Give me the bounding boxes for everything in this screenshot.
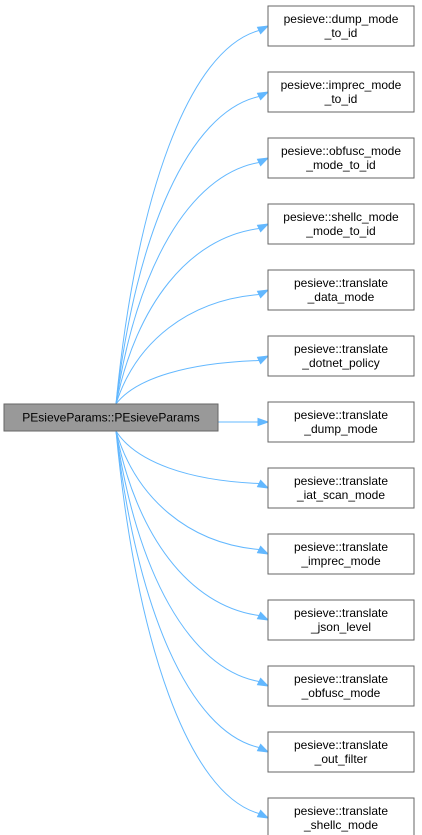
call-edge-line bbox=[115, 30, 260, 405]
call-edge-arrowhead bbox=[256, 157, 270, 167]
callee-node-box bbox=[267, 401, 415, 443]
callee-node-label-line: pesieve::translate bbox=[294, 672, 388, 686]
callee-node-label-line: pesieve::dump_mode bbox=[284, 12, 399, 26]
call-edge bbox=[115, 430, 270, 621]
callee-node-box bbox=[267, 5, 415, 47]
callee-node-box bbox=[267, 665, 415, 707]
call-edge bbox=[115, 289, 270, 405]
call-edge-line bbox=[115, 430, 260, 748]
callee-node-label-line: _imprec_mode bbox=[300, 554, 381, 568]
callee-node[interactable]: pesieve::translate_data_mode bbox=[267, 269, 415, 311]
callee-node-label-line: pesieve::translate bbox=[294, 804, 388, 818]
call-edge bbox=[115, 430, 270, 819]
call-edge-arrowhead bbox=[256, 479, 270, 489]
callee-node[interactable]: pesieve::translate_imprec_mode bbox=[267, 533, 415, 575]
call-edge-line bbox=[115, 430, 260, 814]
callee-node[interactable]: pesieve::translate_iat_scan_mode bbox=[267, 467, 415, 509]
call-edge-arrowhead bbox=[257, 417, 270, 427]
call-edge bbox=[115, 430, 270, 489]
callee-node-box bbox=[267, 71, 415, 113]
callee-node-label-line: _dump_mode bbox=[303, 422, 378, 436]
callee-node-label-line: _json_level bbox=[310, 620, 371, 634]
call-edge-line bbox=[115, 430, 260, 550]
call-edge bbox=[115, 355, 270, 405]
callee-node[interactable]: pesieve::imprec_mode_to_id bbox=[267, 71, 415, 113]
call-edge bbox=[115, 430, 270, 687]
call-edge-arrowhead bbox=[256, 91, 270, 101]
call-edge bbox=[115, 223, 270, 405]
root-function-node-box bbox=[3, 403, 219, 432]
call-nodes: PEsieveParams::PEsieveParams pesieve::dum… bbox=[3, 5, 415, 835]
call-edge-line bbox=[115, 430, 260, 682]
call-edge-line bbox=[115, 96, 260, 405]
callee-node-label-line: _iat_scan_mode bbox=[296, 488, 385, 502]
call-edge-line bbox=[115, 430, 260, 616]
call-edge-arrowhead bbox=[256, 355, 270, 365]
callee-node-box bbox=[267, 137, 415, 179]
callee-node-label-line: pesieve::imprec_mode bbox=[281, 78, 402, 92]
callee-node-box bbox=[267, 797, 415, 835]
callee-node[interactable]: pesieve::obfusc_mode_mode_to_id bbox=[267, 137, 415, 179]
callee-node-label-line: _mode_to_id bbox=[305, 158, 375, 172]
call-edge-line bbox=[115, 228, 260, 405]
call-edge bbox=[218, 417, 270, 427]
callee-node-label-line: _to_id bbox=[324, 92, 358, 106]
callee-node-label-line: _dotnet_policy bbox=[301, 356, 379, 370]
call-edges bbox=[115, 25, 270, 819]
root-function-node-label-line: PEsieveParams::PEsieveParams bbox=[22, 411, 199, 425]
root-function-node[interactable]: PEsieveParams::PEsieveParams bbox=[3, 403, 219, 432]
call-edge-arrowhead bbox=[256, 545, 270, 555]
callee-node-label-line: pesieve::translate bbox=[294, 540, 388, 554]
call-edge-line bbox=[115, 294, 260, 405]
callee-node-label-line: _data_mode bbox=[307, 290, 375, 304]
callee-node-box bbox=[267, 203, 415, 245]
callee-node[interactable]: pesieve::translate_obfusc_mode bbox=[267, 665, 415, 707]
callee-node[interactable]: pesieve::translate_dotnet_policy bbox=[267, 335, 415, 377]
callee-node-box bbox=[267, 335, 415, 377]
callee-node[interactable]: pesieve::shellc_mode_mode_to_id bbox=[267, 203, 415, 245]
call-edge-arrowhead bbox=[256, 25, 270, 35]
callee-node-label-line: pesieve::translate bbox=[294, 342, 388, 356]
callee-node-label-line: pesieve::translate bbox=[294, 474, 388, 488]
call-edge-arrowhead bbox=[256, 809, 270, 819]
callee-node[interactable]: pesieve::translate_json_level bbox=[267, 599, 415, 641]
callee-node-box bbox=[267, 269, 415, 311]
call-edge-line bbox=[115, 360, 260, 405]
callee-node-box bbox=[267, 467, 415, 509]
callee-node-label-line: pesieve::translate bbox=[294, 276, 388, 290]
callee-node-label-line: _shellc_mode bbox=[303, 818, 378, 832]
callee-node-box bbox=[267, 731, 415, 773]
callee-node[interactable]: pesieve::dump_mode_to_id bbox=[267, 5, 415, 47]
call-edge bbox=[115, 25, 270, 405]
callee-node-label-line: pesieve::translate bbox=[294, 606, 388, 620]
call-edge-arrowhead bbox=[256, 223, 270, 233]
call-edge-arrowhead bbox=[256, 289, 270, 299]
callee-node-label-line: pesieve::shellc_mode bbox=[283, 210, 399, 224]
callee-node-label-line: _to_id bbox=[324, 26, 358, 40]
call-edge-arrowhead bbox=[256, 743, 270, 753]
callee-node-label-line: _obfusc_mode bbox=[301, 686, 381, 700]
callee-node-label-line: pesieve::translate bbox=[294, 738, 388, 752]
callee-node[interactable]: pesieve::translate_shellc_mode bbox=[267, 797, 415, 835]
callee-node-label-line: _out_filter bbox=[314, 752, 368, 766]
callee-node-box bbox=[267, 599, 415, 641]
callee-node[interactable]: pesieve::translate_out_filter bbox=[267, 731, 415, 773]
call-edge-arrowhead bbox=[256, 677, 270, 687]
call-edge bbox=[115, 430, 270, 753]
callee-node-label-line: pesieve::obfusc_mode bbox=[281, 144, 401, 158]
callee-node[interactable]: pesieve::translate_dump_mode bbox=[267, 401, 415, 443]
call-edge-line bbox=[115, 430, 260, 484]
callee-node-label-line: _mode_to_id bbox=[305, 224, 375, 238]
call-edge bbox=[115, 430, 270, 555]
call-edge-arrowhead bbox=[256, 611, 270, 621]
call-edge bbox=[115, 157, 270, 405]
call-edge-line bbox=[115, 162, 260, 405]
call-edge bbox=[115, 91, 270, 405]
callee-node-label-line: pesieve::translate bbox=[294, 408, 388, 422]
callee-node-box bbox=[267, 533, 415, 575]
